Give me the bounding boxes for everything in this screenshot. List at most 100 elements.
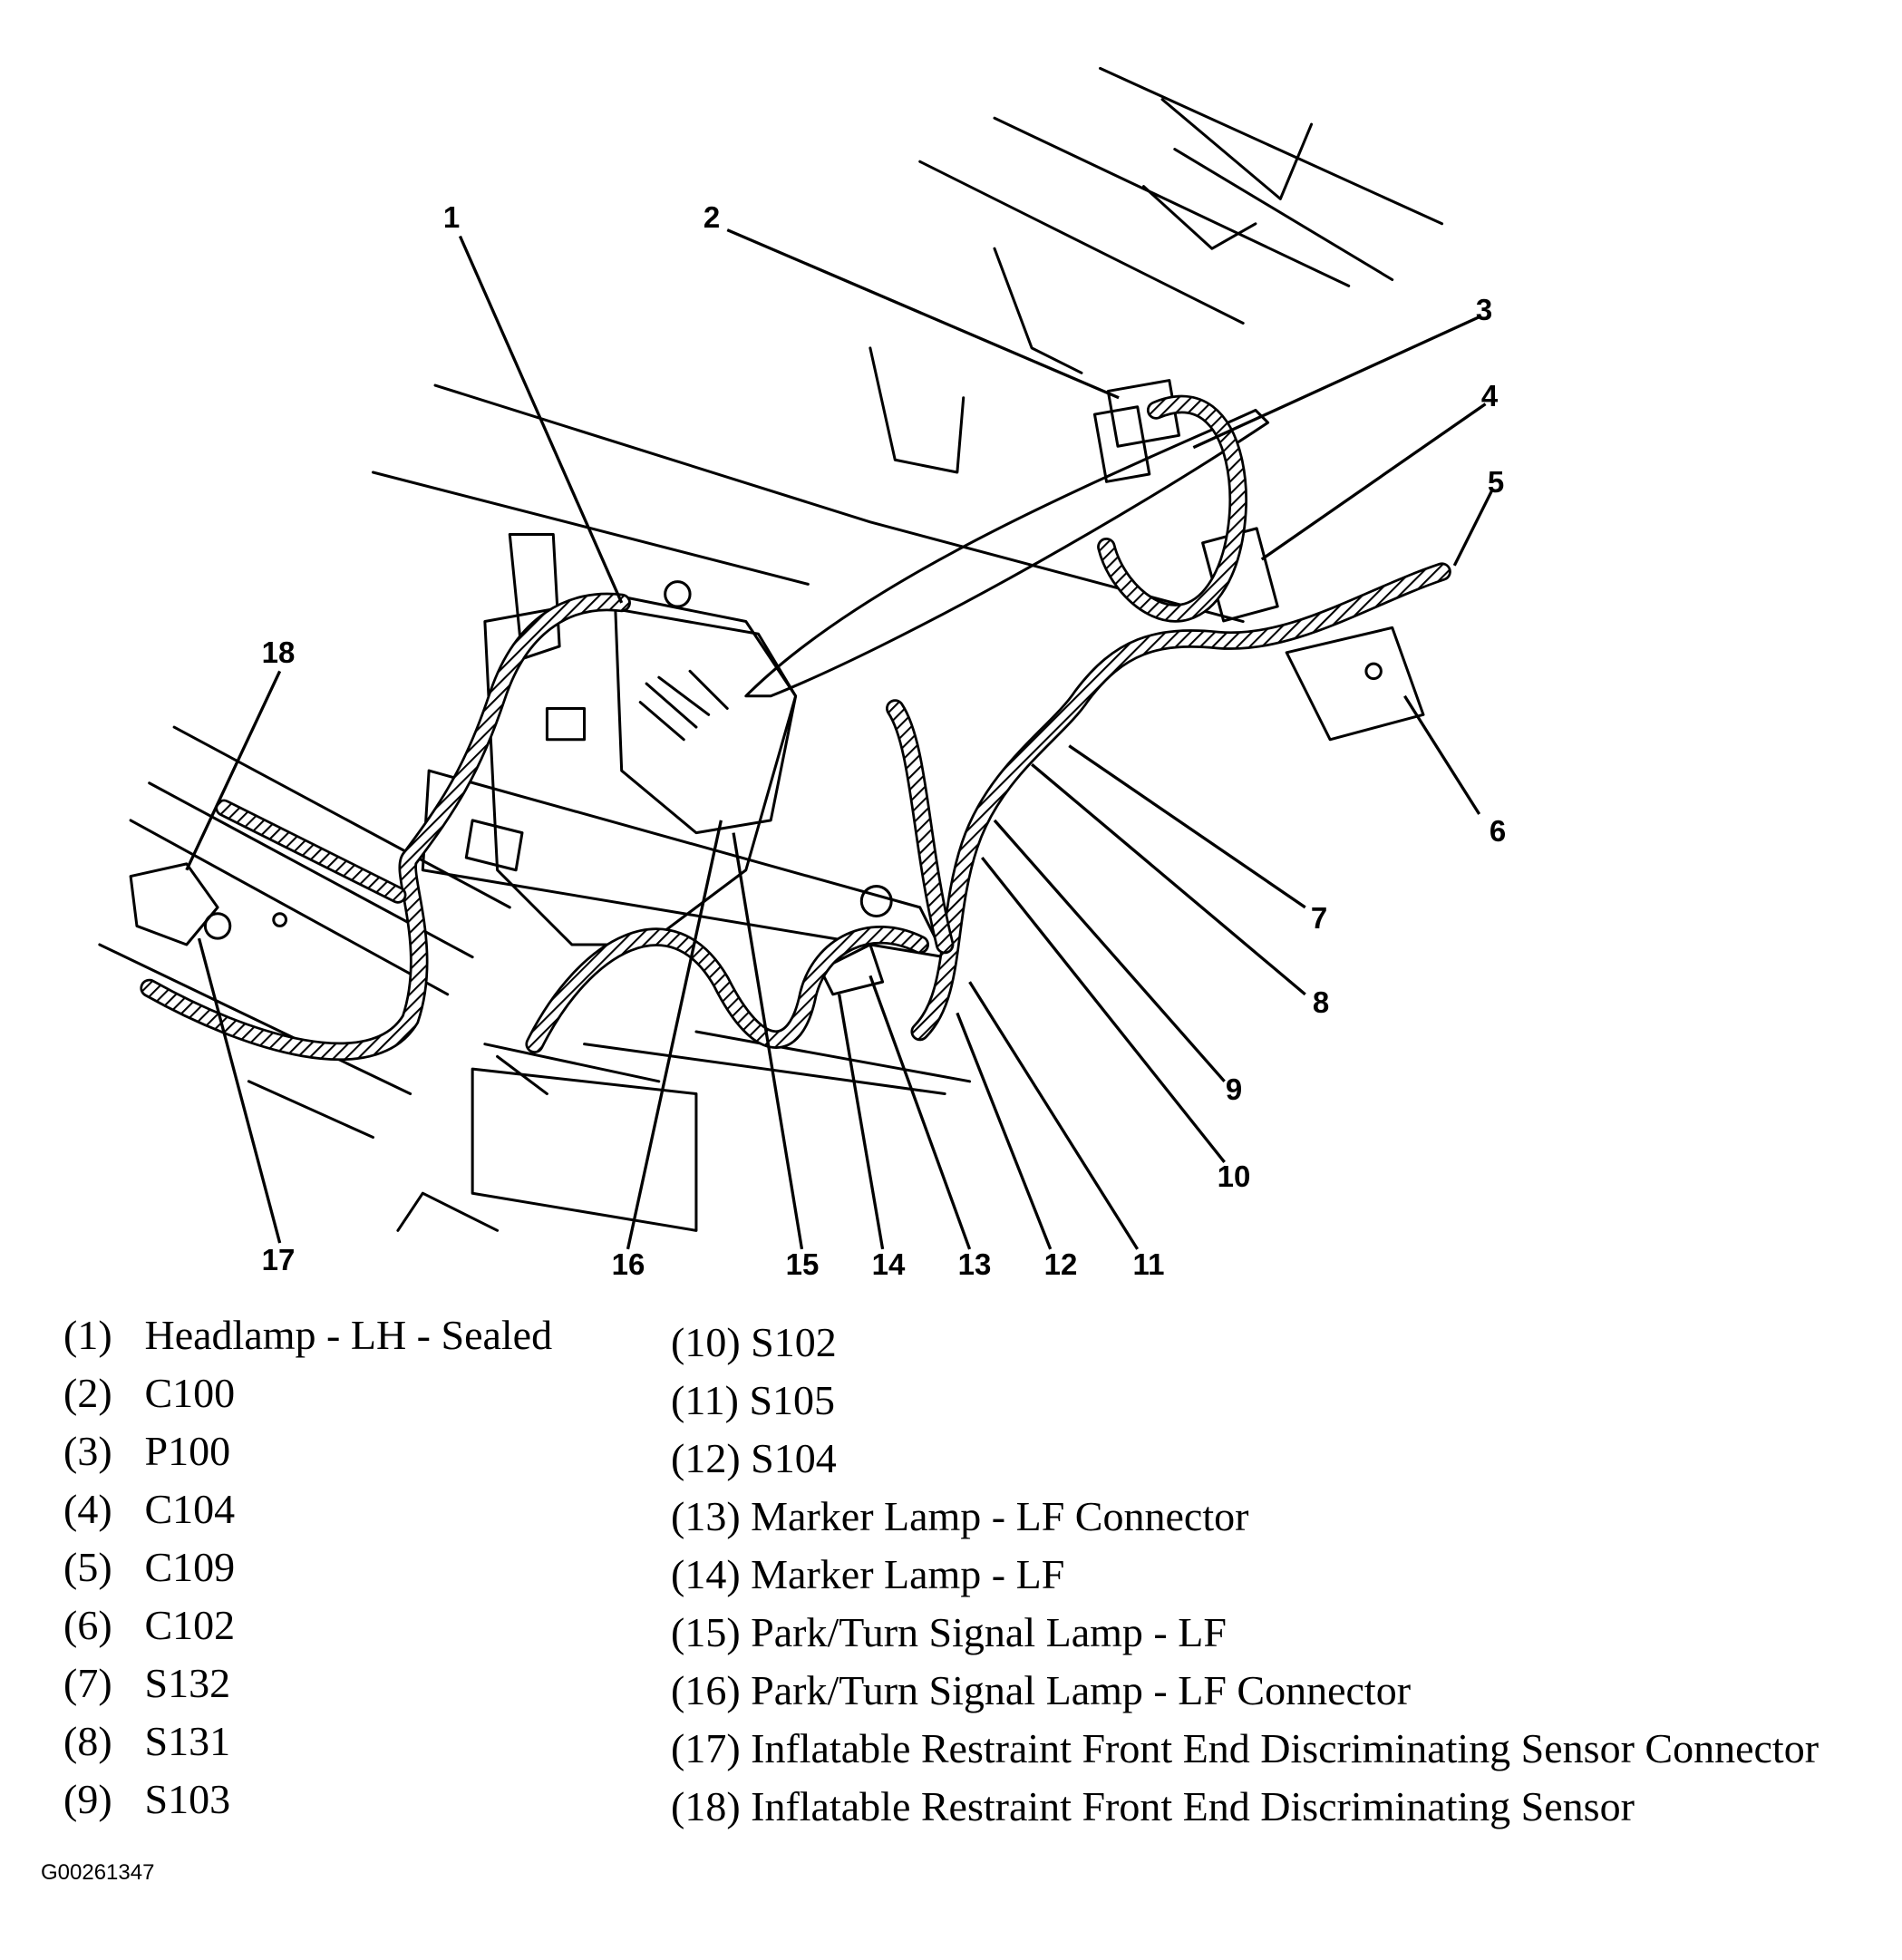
bolt-hole: [859, 885, 893, 917]
radiator-support: [993, 247, 1083, 374]
legend-label: Park/Turn Signal Lamp - LF Connector: [751, 1667, 1412, 1713]
trim-strip: [744, 408, 1270, 698]
legend-label: S102: [751, 1319, 837, 1365]
legend-number: (5): [63, 1544, 112, 1590]
sensor-grille-strip: [218, 801, 404, 902]
hood-line: [993, 116, 1351, 287]
bumper-line: [583, 1043, 946, 1096]
legend-item: (3) P100: [63, 1431, 230, 1472]
leader-17: [197, 937, 282, 1244]
legend-item: (4) C104: [63, 1489, 235, 1530]
callout-13: 13: [957, 1247, 992, 1281]
callout-9: 9: [1225, 1072, 1243, 1106]
leader-10: [980, 856, 1226, 1163]
headlamp-grid: [638, 669, 729, 742]
legend-item: (10) S102: [671, 1322, 837, 1363]
callout-1: 1: [442, 200, 461, 234]
leader-15: [732, 832, 804, 1250]
legend-item: (5) C109: [63, 1547, 235, 1588]
legend-number: (8): [63, 1718, 112, 1764]
bracket-slot: [545, 706, 587, 742]
legend-number: (15): [671, 1609, 741, 1655]
leader-18: [185, 670, 282, 871]
legend-item: (18) Inflatable Restraint Front End Disc…: [671, 1786, 1635, 1828]
callout-7: 7: [1310, 901, 1328, 935]
figure-id: G00261347: [41, 1860, 155, 1885]
leader-1: [458, 235, 624, 604]
lower-housing: [471, 1067, 698, 1232]
leader-4: [1260, 403, 1487, 561]
callout-12: 12: [1043, 1247, 1078, 1281]
legend-item: (8) S131: [63, 1721, 230, 1762]
body-line: [371, 471, 810, 586]
callout-6: 6: [1489, 814, 1507, 848]
fender-line: [918, 160, 1245, 325]
leader-14: [837, 994, 885, 1250]
legend-item: (17) Inflatable Restraint Front End Disc…: [671, 1728, 1819, 1770]
body-line: [172, 725, 511, 909]
legend-number: (2): [63, 1370, 112, 1416]
legend-label: S103: [144, 1776, 231, 1822]
legend-item: (7) S132: [63, 1663, 230, 1704]
legend-label: Inflatable Restraint Front End Discrimin…: [751, 1725, 1820, 1771]
legend-item: (9) S103: [63, 1779, 230, 1820]
mount-plate-slot: [464, 819, 524, 872]
bracket-foot: [396, 1191, 500, 1232]
body-line: [247, 1080, 374, 1140]
legend-label: C104: [144, 1486, 236, 1532]
callout-10: 10: [1217, 1160, 1251, 1193]
harness-lower: [528, 927, 927, 1052]
marker-lamp: [819, 943, 885, 996]
leader-12: [956, 1012, 1053, 1250]
callout-14: 14: [871, 1247, 906, 1281]
bolt-hole: [664, 580, 692, 608]
legend-number: (11): [671, 1377, 739, 1423]
legend-label: C109: [144, 1544, 236, 1590]
legend-item: (2) C100: [63, 1373, 235, 1414]
leader-3: [1192, 315, 1480, 450]
harness-right: [913, 565, 1450, 1039]
legend-number: (3): [63, 1428, 112, 1474]
c102-hole: [1364, 662, 1383, 681]
legend-label: S105: [749, 1377, 836, 1423]
leader-11: [968, 981, 1140, 1250]
legend-item: (15) Park/Turn Signal Lamp - LF: [671, 1612, 1227, 1654]
leader-7: [1068, 744, 1306, 909]
legend-number: (16): [671, 1667, 741, 1713]
legend-number: (14): [671, 1551, 741, 1597]
callout-4: 4: [1480, 379, 1499, 412]
legend-label: C100: [144, 1370, 236, 1416]
callout-17: 17: [261, 1243, 296, 1276]
leader-9: [993, 819, 1226, 1082]
callout-11: 11: [1132, 1247, 1165, 1281]
legend-item: (11) S105: [671, 1380, 835, 1421]
legend-label: S104: [751, 1435, 837, 1481]
leader-5: [1452, 490, 1493, 567]
legend-number: (12): [671, 1435, 741, 1481]
legend-number: (7): [63, 1660, 112, 1706]
leader-8: [1031, 762, 1306, 996]
legend-item: (16) Park/Turn Signal Lamp - LF Connecto…: [671, 1670, 1411, 1712]
legend-item: (6) C102: [63, 1605, 235, 1646]
legend-label: P100: [144, 1428, 231, 1474]
fender-line: [1173, 148, 1394, 281]
legend-label: Marker Lamp - LF: [751, 1551, 1065, 1597]
legend-number: (4): [63, 1486, 112, 1532]
callout-2: 2: [703, 200, 721, 234]
legend-label: Inflatable Restraint Front End Discrimin…: [751, 1783, 1635, 1829]
legend-label: S131: [144, 1718, 231, 1764]
legend-item: (14) Marker Lamp - LF: [671, 1554, 1064, 1596]
body-line: [129, 819, 450, 996]
legend-number: (10): [671, 1319, 741, 1365]
leader-16: [626, 820, 723, 1250]
headlamp-lens: [614, 607, 798, 835]
c102-block: [1285, 626, 1425, 742]
callout-5: 5: [1487, 465, 1505, 499]
callout-3: 3: [1475, 293, 1493, 326]
legend-item: (12) S104: [671, 1438, 837, 1480]
hood-line: [1099, 66, 1444, 226]
legend-label: Headlamp - LH - Sealed: [144, 1312, 553, 1358]
headlamp-housing: [483, 595, 798, 946]
body-line: [98, 943, 412, 1096]
sensor-hole: [272, 912, 287, 927]
